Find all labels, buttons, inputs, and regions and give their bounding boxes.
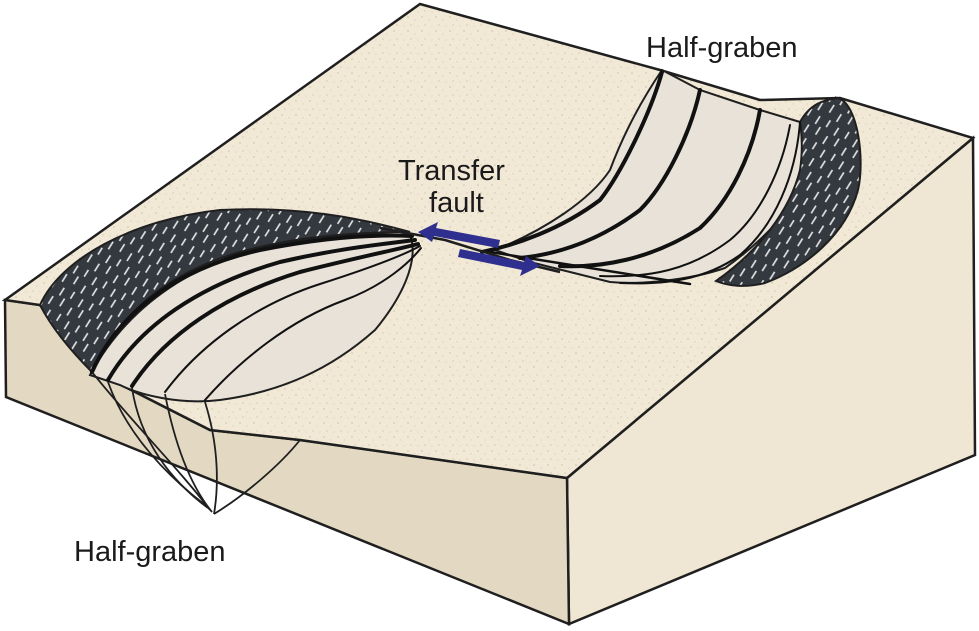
far-fault-lines	[480, 70, 801, 286]
front-face-faults	[91, 371, 301, 515]
transfer-fault-label-line1: Transfer	[398, 155, 505, 187]
arrow-right-icon	[458, 249, 540, 276]
transfer-fault-label: Transfer fault	[398, 155, 505, 219]
half-graben-label-bottom: Half-graben	[74, 536, 226, 568]
arrow-left-icon	[418, 222, 500, 248]
half-graben-label-top: Half-graben	[646, 32, 798, 64]
near-fault-lines	[90, 233, 422, 401]
far-fault-scarp	[713, 96, 862, 287]
transfer-fault-label-line2: fault	[429, 187, 484, 219]
